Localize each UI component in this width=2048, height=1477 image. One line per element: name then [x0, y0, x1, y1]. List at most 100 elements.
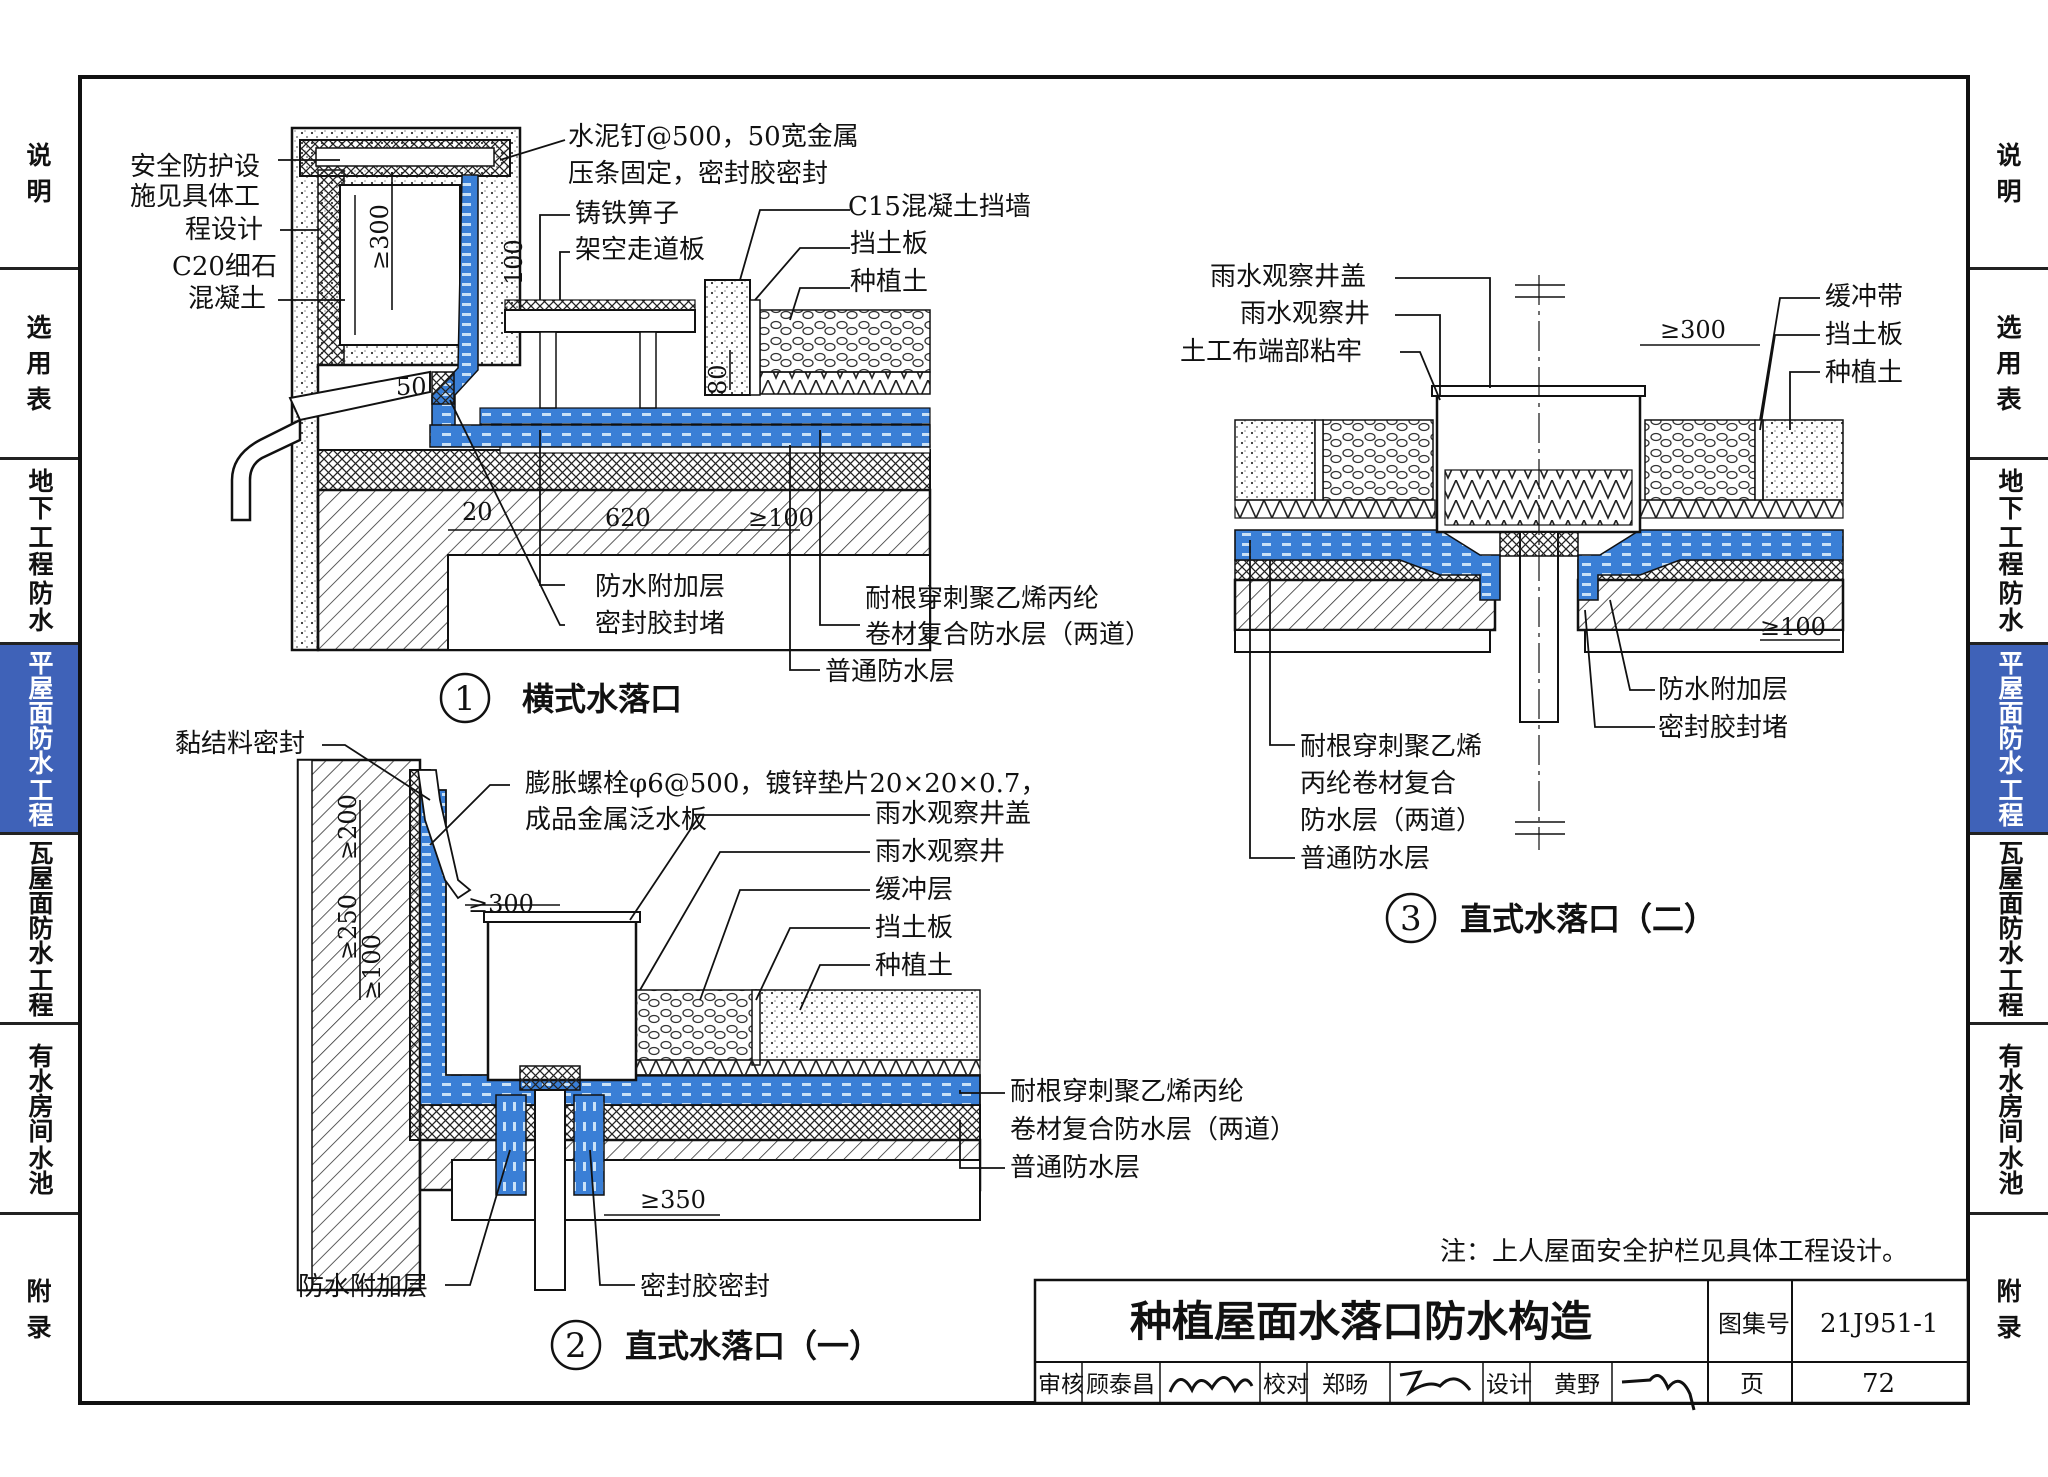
- dim-300-2: ≥300: [468, 890, 534, 918]
- label-common-2: 普通防水层: [1010, 1153, 1140, 1183]
- tab-text: 有水房间: [25, 1042, 54, 1143]
- slab-3-left: [1233, 578, 1497, 632]
- planting-soil-2: [755, 989, 981, 1061]
- side-tab-wet-rooms[interactable]: 有水房间水池: [0, 1025, 78, 1215]
- label-membrane-2: 卷材复合防水层（两道）: [865, 620, 1151, 650]
- dim-50: 50: [396, 373, 427, 401]
- label-additional: 防水附加层: [595, 572, 725, 602]
- drain-pipe-2: [534, 1089, 566, 1291]
- side-tab-appendix[interactable]: 附录: [1970, 1215, 2048, 1405]
- drainage-board: [759, 371, 931, 395]
- drain-grate-box: [431, 371, 455, 405]
- planting-soil: [759, 309, 931, 373]
- detail-2-dimensions: [359, 800, 720, 1216]
- soil-retaining-plate: [749, 299, 761, 396]
- design-label: 设计: [1486, 1372, 1532, 1398]
- observation-well-2: [486, 918, 638, 1082]
- label-additional-3: 防水附加层: [1658, 675, 1788, 705]
- c20-core: [339, 184, 461, 346]
- tab-text: 地下: [25, 468, 54, 522]
- dim-300-3: ≥300: [1660, 316, 1726, 344]
- label-soil: 种植土: [850, 267, 928, 297]
- dim-200: ≥200: [334, 794, 362, 860]
- dim-350: ≥350: [640, 1186, 706, 1214]
- tab-char: 明: [26, 176, 52, 206]
- membrane-3-right: [1577, 529, 1844, 601]
- design-name: 黄野: [1554, 1372, 1600, 1398]
- side-tab-appendix[interactable]: 附录: [0, 1215, 78, 1405]
- label-soil-2: 种植土: [875, 951, 953, 981]
- tab-text: 水池: [1995, 1144, 2024, 1195]
- side-tab-selection[interactable]: 选用表: [0, 270, 78, 460]
- walkway-board: [504, 309, 696, 333]
- tab-char: 录: [1996, 1313, 2022, 1342]
- tab-text: 水池: [25, 1144, 54, 1195]
- title-block: 种植屋面水落口防水构造 图集号 21J951-1 页 72 审核 顾泰昌 校对 …: [1033, 1278, 1970, 1411]
- side-tab-wet-rooms[interactable]: 有水房间水池: [1970, 1025, 2048, 1215]
- tab-text: 工程: [1995, 967, 2024, 1017]
- insulation-layer: [317, 449, 931, 491]
- soil-plate-3-right: [1754, 419, 1764, 501]
- tab-text: 工程: [1995, 777, 2024, 827]
- detail-2-number: 2: [565, 1326, 587, 1366]
- side-tab-tile-roof[interactable]: 瓦屋面防水工程: [0, 835, 78, 1025]
- tab-char: 说: [1996, 140, 2022, 170]
- tab-char: 附: [1996, 1277, 2022, 1306]
- slab-2-step: [451, 1159, 981, 1221]
- label-buffer-3: 缓冲带: [1825, 282, 1903, 312]
- side-tab-underground[interactable]: 地下工程防水: [1970, 460, 2048, 645]
- label-c20-1: C20细石: [172, 252, 277, 282]
- label-nail-2: 压条固定，密封胶密封: [568, 159, 828, 189]
- label-soil-plate: 挡土板: [850, 229, 928, 259]
- observation-cover-2: [483, 911, 641, 923]
- detail-2-number-circle: [550, 1319, 602, 1371]
- detail-3-vertical-drain-2: ≥300 ≥100 雨水观察井盖 雨水观察井 土工布端部粘牢 缓冲带 挡土板 种…: [1180, 262, 1903, 944]
- atlas-label: 图集号: [1718, 1310, 1790, 1338]
- tab-char: 附: [26, 1277, 52, 1306]
- side-tab-underground[interactable]: 地下工程防水: [0, 460, 78, 645]
- label-membrane-2-2: 卷材复合防水层（两道）: [1010, 1115, 1296, 1145]
- soil-plate-3-left: [1314, 419, 1324, 501]
- buffer-layer-2: [635, 989, 757, 1061]
- tab-text: 工程: [25, 777, 54, 827]
- check-label: 校对: [1263, 1372, 1309, 1398]
- label-membrane-3-1: 耐根穿刺聚乙烯: [1300, 732, 1482, 762]
- label-membrane-3-2: 丙纶卷材复合: [1300, 769, 1456, 799]
- side-tab-selection[interactable]: 选用表: [1970, 270, 2048, 460]
- review-signature: [1168, 1376, 1254, 1394]
- tab-text: 有水房间: [1995, 1042, 2024, 1143]
- tab-char: 用: [26, 348, 52, 378]
- drain-seal-right: [573, 1094, 605, 1196]
- detail-1-number: 1: [454, 679, 476, 719]
- page-label: 页: [1740, 1370, 1764, 1398]
- label-buffer-2: 缓冲层: [875, 875, 953, 905]
- side-tab-notes[interactable]: 说明: [0, 80, 78, 270]
- detail-2-vertical-drain-1: ≥200 ≥250 ≥100 ≥300 ≥350 黏结料密封 膨胀螺栓φ6@50…: [175, 729, 1296, 1371]
- label-adhesive: 黏结料密封: [175, 729, 305, 759]
- label-membrane-1: 耐根穿刺聚乙烯丙纶: [865, 584, 1099, 614]
- label-cover-2: 雨水观察井盖: [875, 799, 1031, 829]
- dim-20: 20: [462, 498, 493, 526]
- side-tab-flat-roof[interactable]: 平屋面防水工程: [0, 645, 78, 835]
- walkway-leg-1: [539, 331, 557, 409]
- tab-char: 选: [26, 312, 52, 342]
- detail-1-horizontal-drain: ≥300 100 50 80 20 620 ≥100 安全防护设 施见具体工 程…: [130, 122, 1151, 724]
- drainage-board-2: [635, 1059, 981, 1077]
- tab-char: 录: [26, 1313, 52, 1342]
- tab-text: 平屋面防水: [25, 650, 54, 775]
- cap-inner: [315, 147, 495, 167]
- planting-soil-3-left: [1234, 419, 1316, 501]
- buffer-3-left: [1322, 419, 1434, 501]
- label-sealant-3: 密封胶封堵: [1658, 713, 1788, 743]
- tab-text: 瓦屋面防水: [1995, 840, 2024, 965]
- side-tab-notes[interactable]: 说明: [1970, 80, 2048, 270]
- detail-3-dimensions: [1640, 344, 1840, 641]
- dim-100-3: ≥100: [1760, 613, 1826, 641]
- label-additional-2: 防水附加层: [298, 1272, 428, 1302]
- buffer-3-right: [1644, 419, 1756, 501]
- side-tab-flat-roof[interactable]: 平屋面防水工程: [1970, 645, 2048, 835]
- flashing-2: [416, 769, 472, 900]
- drain-grate-2: [519, 1065, 581, 1091]
- label-grate: 铸铁箅子: [575, 199, 679, 229]
- side-tab-tile-roof[interactable]: 瓦屋面防水工程: [1970, 835, 2048, 1025]
